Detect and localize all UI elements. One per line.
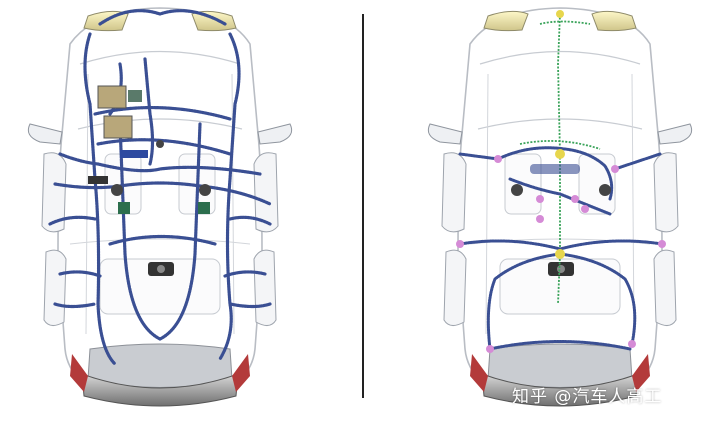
right-modules [511,164,611,196]
car-left [27,7,293,407]
node-points [456,10,666,353]
dense-harness [48,9,272,366]
left-modules [88,85,211,214]
watermark-text: 知乎 @汽车人高工 [512,387,663,407]
car-right [427,7,693,407]
